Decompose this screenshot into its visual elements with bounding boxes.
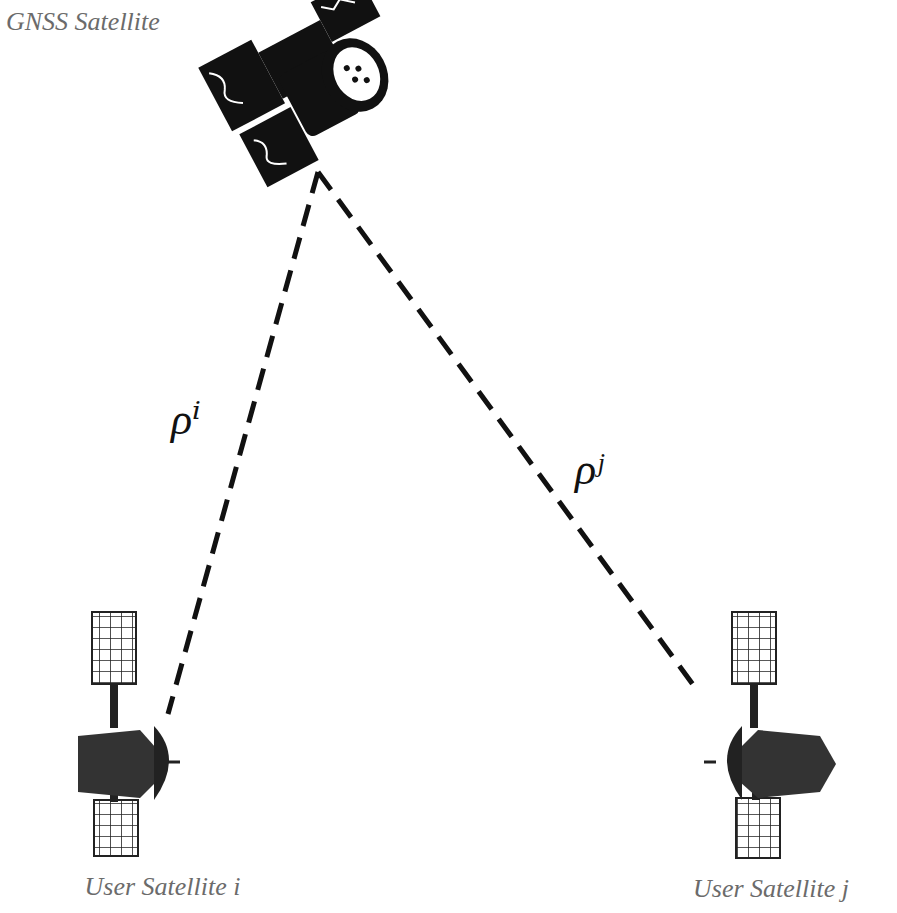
satellite-node: User Satellite j — [650, 690, 892, 908]
satellite-node: GNSS Satellite — [4, 4, 400, 172]
satellite-label: GNSS Satellite — [6, 6, 160, 37]
satellite-node: User Satellite i — [55, 714, 270, 906]
range-line — [318, 172, 697, 690]
gnss-satellite-icon — [196, 0, 426, 190]
user-satellite-icon — [704, 612, 836, 858]
range-label: ρⁱ — [168, 396, 204, 444]
satellite-label: User Satellite i — [85, 871, 241, 902]
range-label: ρʲ — [572, 446, 606, 494]
user-satellite-icon — [78, 612, 180, 856]
satellite-label: User Satellite j — [693, 873, 849, 904]
range-line — [168, 172, 318, 714]
